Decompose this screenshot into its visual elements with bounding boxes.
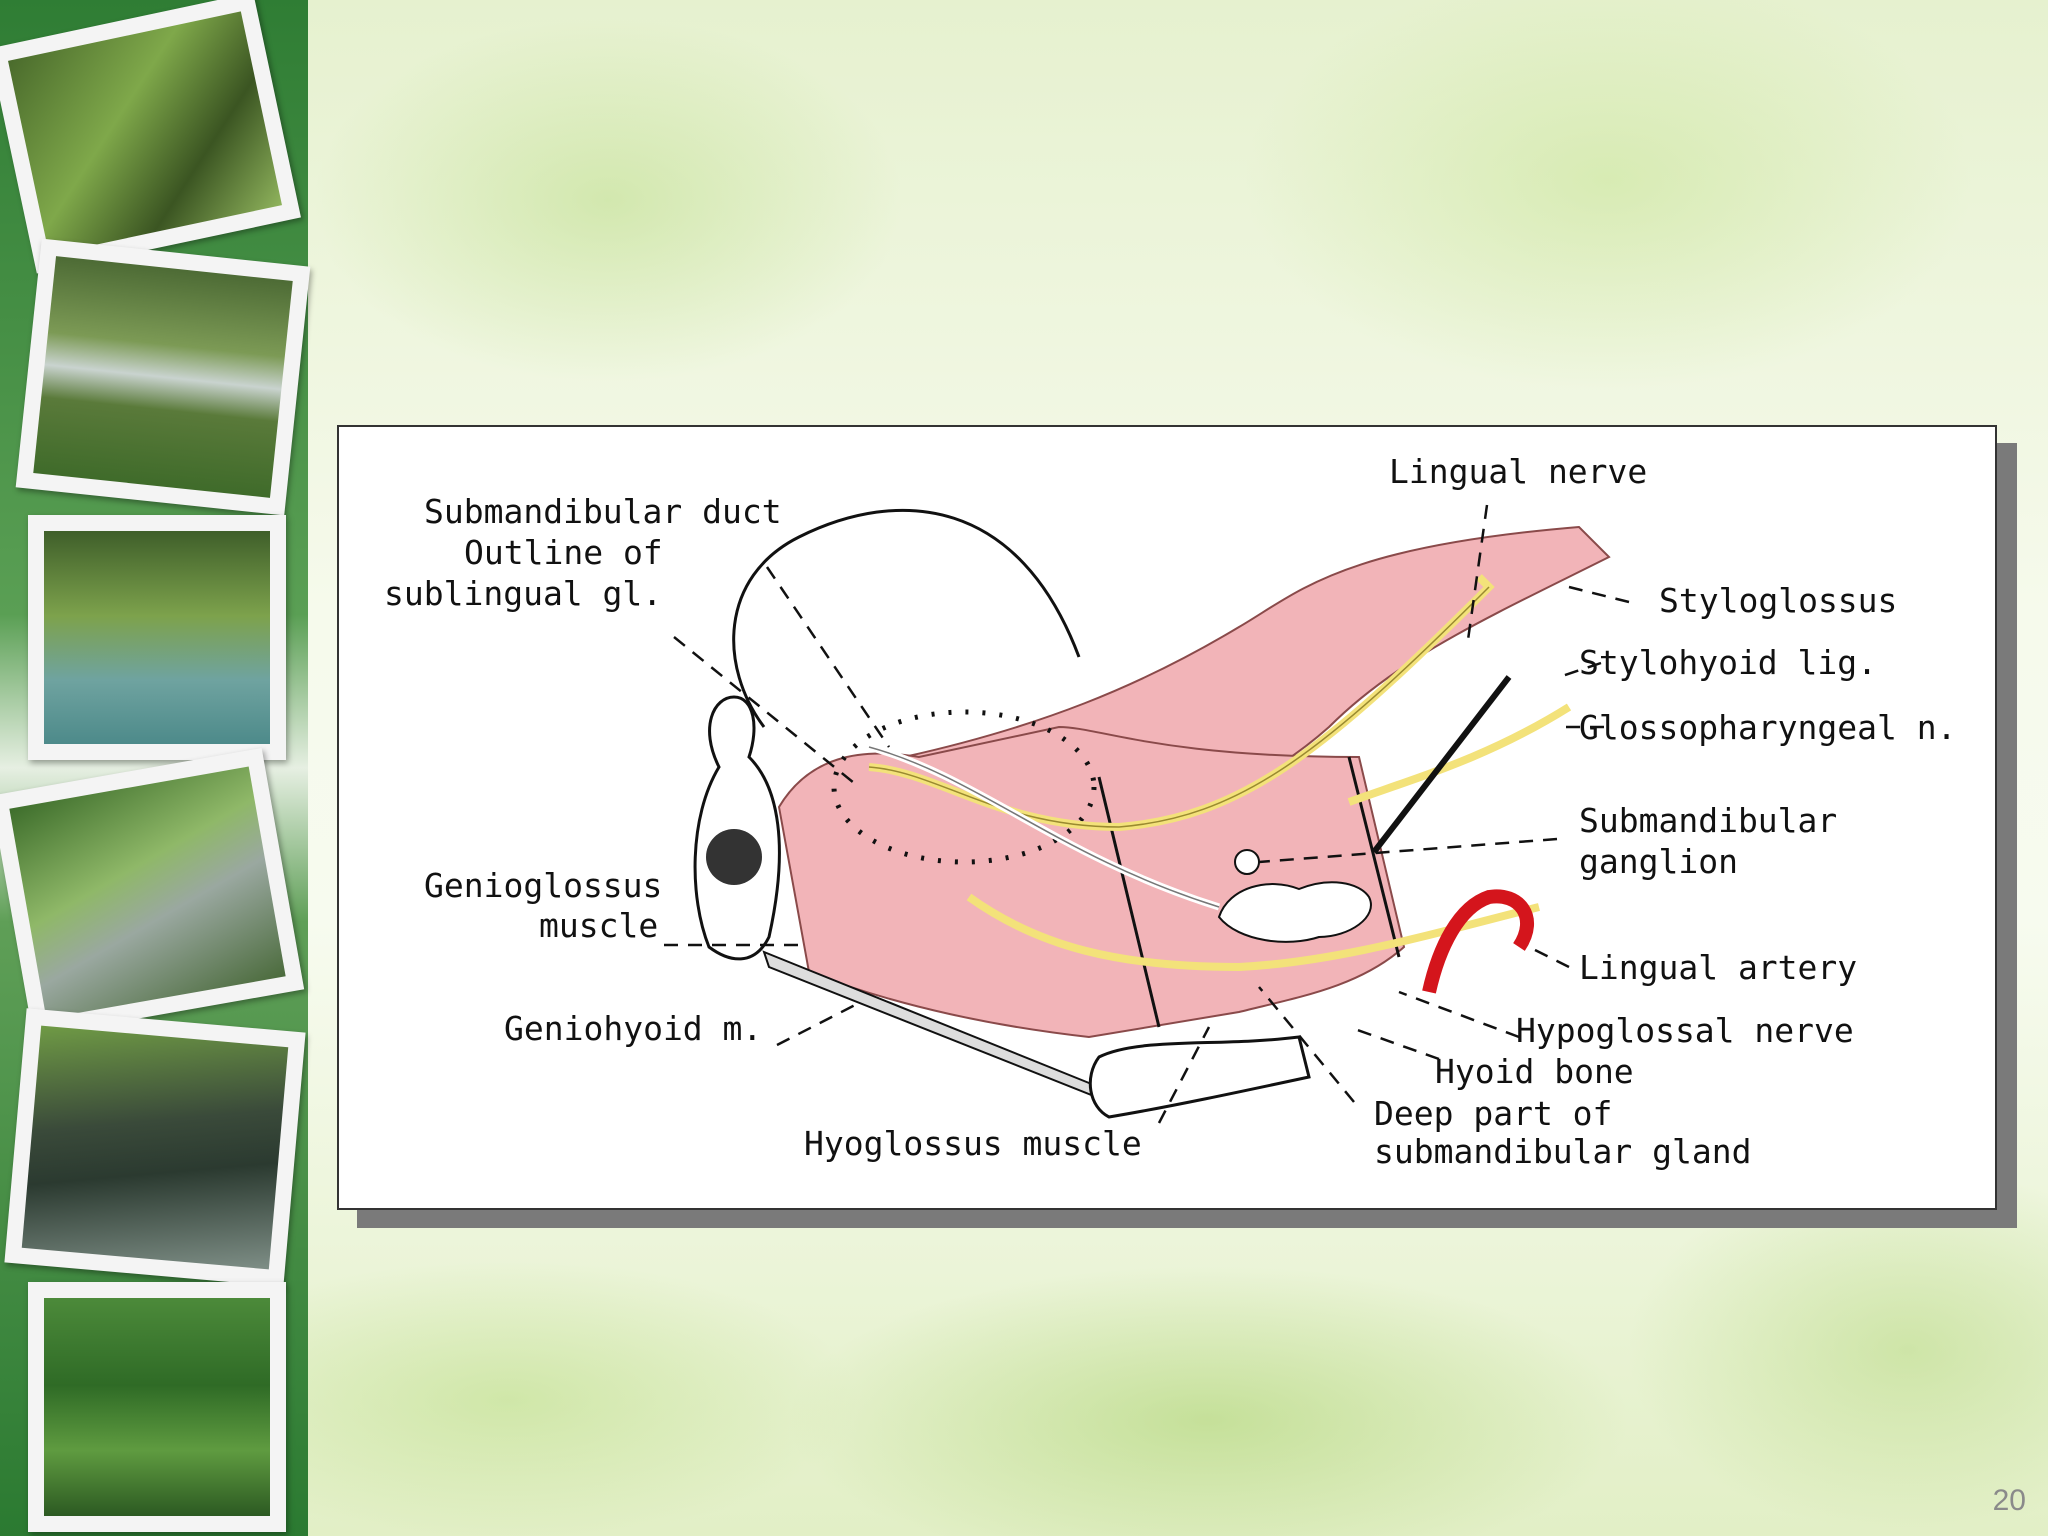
label-submandibular-duct: Submandibular duct xyxy=(424,492,782,531)
anatomy-diagram: Lingual nerve Submandibular duct Outline… xyxy=(384,452,1957,1171)
mandible-marrow xyxy=(706,829,762,885)
label-outline-of: Outline of xyxy=(464,533,663,572)
anatomy-diagram-frame: Lingual nerve Submandibular duct Outline… xyxy=(337,425,1997,1210)
stylohyoid-ligament xyxy=(1371,675,1512,854)
label-styloglossus: Styloglossus xyxy=(1659,581,1897,620)
label-lingual-nerve: Lingual nerve xyxy=(1389,452,1647,491)
photo-forest-trees xyxy=(0,0,301,274)
label-lingual-artery: Lingual artery xyxy=(1579,948,1857,987)
sublingual-gland-outline xyxy=(831,709,1097,865)
lingual-artery xyxy=(1422,889,1534,994)
label-hyoglossus-muscle: Hyoglossus muscle xyxy=(804,1124,1142,1163)
submandibular-ganglion xyxy=(1234,849,1260,875)
label-sublingual-gl: sublingual gl. xyxy=(384,574,662,613)
glossopharyngeal-nerve xyxy=(1347,703,1572,806)
mandible-bone xyxy=(693,695,781,961)
label-deep-part-of: Deep part of xyxy=(1374,1094,1612,1133)
page-number: 20 xyxy=(1992,1484,2026,1517)
hyoid-bone xyxy=(1088,1035,1311,1119)
genioglossus-muscle-mass xyxy=(777,725,1406,1039)
label-muscle: muscle xyxy=(539,906,658,945)
label-submandibular: Submandibular xyxy=(1579,801,1837,840)
photo-stream-rocks xyxy=(0,747,305,1038)
label-glossopharyngeal-n: Glossopharyngeal n. xyxy=(1579,708,1957,747)
label-hypoglossal-nerve: Hypoglossal nerve xyxy=(1516,1011,1854,1050)
photo-sidebar xyxy=(0,0,311,1536)
photo-leaves xyxy=(28,1282,286,1532)
label-submandibular-gland: submandibular gland xyxy=(1374,1132,1752,1171)
hyoglossus-edge xyxy=(1097,776,1161,1028)
photo-waterfall xyxy=(15,238,311,516)
label-genioglossus: Genioglossus xyxy=(424,866,662,905)
photo-ferns xyxy=(28,515,286,760)
deep-submandibular-gland xyxy=(1217,881,1372,943)
label-geniohyoid-m: Geniohyoid m. xyxy=(504,1009,762,1048)
photo-dark-rocks xyxy=(4,1008,306,1287)
tongue-outline xyxy=(732,508,1081,728)
label-ganglion: ganglion xyxy=(1579,842,1738,881)
label-hyoid-bone: Hyoid bone xyxy=(1435,1052,1634,1091)
label-stylohyoid-lig: Stylohyoid lig. xyxy=(1579,643,1877,682)
hyoglossus-edge-rear xyxy=(1347,756,1401,958)
